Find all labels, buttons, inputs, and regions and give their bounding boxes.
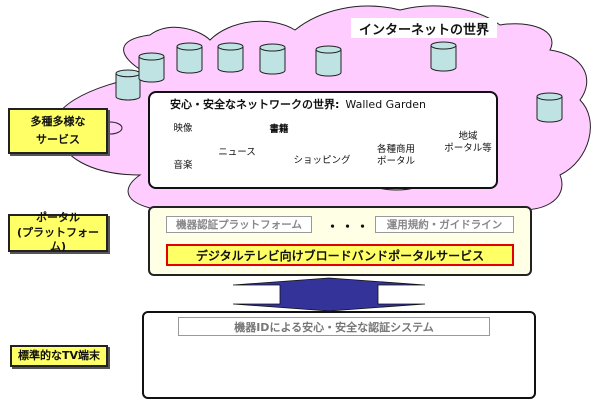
server-cylinder [115, 69, 141, 101]
walled-garden-title-jp: 安心・安全なネットワークの世界: [170, 98, 340, 111]
device-auth-platform: 機器認証プラットフォーム [166, 216, 312, 233]
service-books: 書籍 [269, 123, 289, 135]
broadband-portal-service: デジタルテレビ向けブロードバンドポータルサービス [166, 244, 514, 266]
service-news: ニュース [218, 146, 256, 158]
label-services: 多種多様な サービス [8, 108, 108, 154]
service-music: 音楽 [173, 159, 193, 171]
label-tv-terminal: 標準的なTV端末 [10, 345, 108, 367]
device-id-auth-system: 機器IDによる安心・安全な認証システム [178, 317, 490, 336]
label-portal: ポータル (プラットフォーム) [8, 210, 108, 253]
service-regional-portal: 地域 ポータル等 [444, 130, 492, 154]
label-terminal-text: 標準的なTV端末 [17, 348, 101, 362]
service-video: 映像 [173, 122, 193, 134]
walled-garden-title-en: Walled Garden [345, 98, 426, 111]
walled-garden-box [148, 91, 498, 189]
server-cylinder [430, 41, 457, 72]
up-down-arrow-icon [232, 277, 426, 312]
internet-servers [115, 41, 563, 123]
server-cylinder [138, 52, 165, 83]
internet-world-title: インターネットの世界 [351, 18, 497, 38]
service-shopping: ショッピング [293, 154, 351, 166]
server-cylinder [217, 42, 244, 73]
server-cylinder [176, 42, 203, 74]
server-cylinder [315, 45, 342, 77]
server-cylinder [536, 92, 563, 123]
operation-guidelines: 運用規約・ガイドライン [375, 216, 514, 233]
service-commercial-portal: 各種商用 ポータル [376, 143, 415, 167]
label-portal-line1: ポータル [36, 210, 80, 224]
label-portal-line2: (プラットフォーム) [16, 225, 100, 254]
walled-garden-title: 安心・安全なネットワークの世界: Walled Garden [170, 96, 426, 112]
ellipsis: ・・・ [326, 220, 372, 235]
label-services-line1: 多種多様な [30, 114, 86, 128]
label-services-line2: サービス [36, 132, 80, 146]
server-cylinder [259, 43, 286, 75]
